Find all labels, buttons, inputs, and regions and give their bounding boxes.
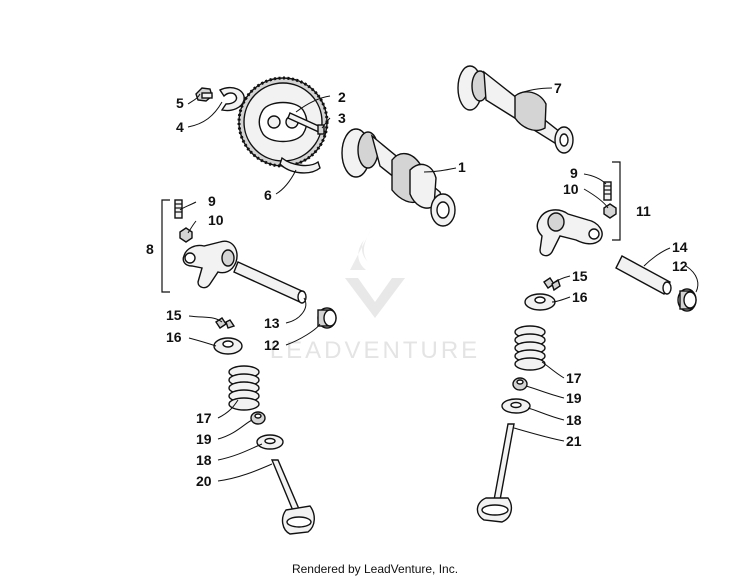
left-rocker-bracket <box>161 199 170 293</box>
callout-21: 21 <box>566 433 582 449</box>
leader-lines <box>179 87 699 482</box>
callout-18-left: 18 <box>196 452 212 468</box>
right-rocker-arm <box>536 209 603 257</box>
right-valve <box>476 423 515 523</box>
callout-15-left: 15 <box>166 307 182 323</box>
callout-3: 3 <box>338 110 346 126</box>
callout-11: 11 <box>636 203 651 219</box>
footer-credit: Rendered by LeadVenture, Inc. <box>291 562 459 576</box>
callout-12-left: 12 <box>264 337 280 353</box>
callout-2: 2 <box>338 89 346 105</box>
right-spring-seat <box>501 398 531 414</box>
left-valve-spring <box>228 365 260 411</box>
cam-sprocket <box>237 76 329 168</box>
left-bushing <box>317 307 337 329</box>
callout-10-left: 10 <box>208 212 224 228</box>
retainer-clip <box>279 156 321 174</box>
sprocket-bolt <box>287 112 325 135</box>
callout-13: 13 <box>264 315 280 331</box>
callout-6: 6 <box>264 187 272 203</box>
camshaft <box>341 128 456 227</box>
callout-labels: 2 3 5 4 6 1 7 8 9 10 13 12 9 10 11 14 12… <box>146 80 688 489</box>
callout-7: 7 <box>554 80 562 96</box>
callout-12-right: 12 <box>672 258 688 274</box>
cap-bolt <box>195 87 213 102</box>
right-valve-seal <box>512 377 528 391</box>
callout-20: 20 <box>196 473 212 489</box>
right-rocker-shaft <box>615 255 672 295</box>
callout-16-right: 16 <box>572 289 588 305</box>
callout-19-left: 19 <box>196 431 212 447</box>
right-valve-spring <box>514 325 546 371</box>
callout-16-left: 16 <box>166 329 182 345</box>
callout-19-right: 19 <box>566 390 582 406</box>
right-rocker-bracket <box>612 161 621 241</box>
callout-18-right: 18 <box>566 412 582 428</box>
callout-10-right: 10 <box>563 181 579 197</box>
callout-9-right: 9 <box>570 165 578 181</box>
callout-1: 1 <box>458 159 466 175</box>
right-adjust-screw <box>603 181 612 201</box>
left-spring-retainer <box>213 337 243 355</box>
watermark-text: LEADVENTURE <box>270 337 480 364</box>
left-valve-seal <box>250 411 266 425</box>
right-bushing <box>677 288 697 312</box>
right-spring-retainer <box>524 293 556 311</box>
lock-plate <box>218 86 245 112</box>
left-valve-keepers <box>215 317 236 329</box>
left-rocker-shaft <box>233 261 307 304</box>
callout-5: 5 <box>176 95 184 111</box>
callout-8: 8 <box>146 241 154 257</box>
callout-9-left: 9 <box>208 193 216 209</box>
right-valve-keepers <box>543 277 561 292</box>
callout-17-right: 17 <box>566 370 582 386</box>
callout-14: 14 <box>672 239 688 255</box>
right-lock-nut <box>603 203 617 219</box>
callout-17-left: 17 <box>196 410 212 426</box>
leadventure-watermark: LEADVENTURE <box>270 228 480 364</box>
camshaft-exhaust <box>457 65 574 154</box>
callout-15-right: 15 <box>572 268 588 284</box>
left-valve <box>270 459 315 535</box>
left-spring-seat <box>256 434 284 450</box>
left-rocker-arm <box>182 240 238 289</box>
callout-4: 4 <box>176 119 184 135</box>
